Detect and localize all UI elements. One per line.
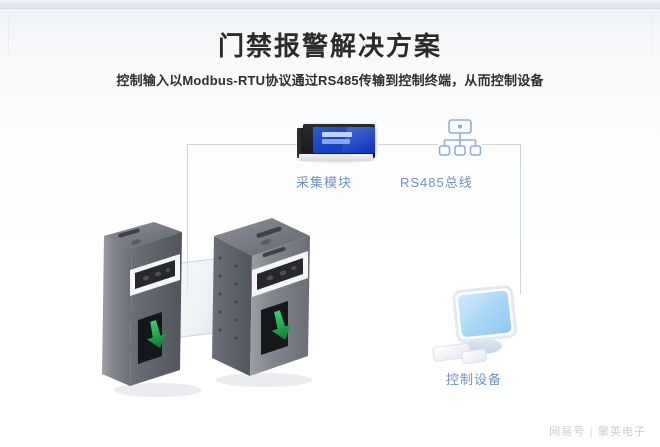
top-decor-band (0, 0, 660, 14)
network-bus-icon[interactable] (437, 118, 483, 162)
connector-bus-to-device (482, 144, 521, 145)
lcd-text-line-1 (322, 132, 352, 137)
network-bus-svg (438, 119, 482, 156)
connector-module-to-bus (378, 144, 438, 145)
monitor-icon[interactable] (432, 284, 542, 372)
module-base (299, 154, 373, 161)
module-side-edge (297, 128, 305, 158)
turnstile-svg (102, 218, 312, 397)
turnstile-icon[interactable] (96, 214, 326, 409)
watermark-account: 聚英电子 (598, 425, 646, 438)
module-body (303, 124, 375, 158)
right-hairline (651, 14, 652, 54)
rs485-bus-label: RS485总线 (400, 175, 473, 190)
monitor-svg (432, 285, 517, 365)
connector-gate-riser (187, 144, 188, 294)
lcd-text-line-2 (322, 139, 350, 144)
rtu-module-icon[interactable] (297, 124, 379, 166)
control-device-label: 控制设备 (446, 372, 503, 387)
left-hairline (8, 14, 9, 54)
acquisition-module-label: 采集模块 (296, 175, 353, 190)
top-hairline (0, 12, 660, 13)
watermark: 网易号| 聚英电子 (549, 423, 646, 439)
module-shadow (297, 158, 377, 164)
module-lcd-screen (313, 127, 375, 153)
page-title: 门禁报警解决方案 (217, 31, 442, 61)
connector-device-riser (520, 144, 521, 294)
watermark-source: 网易号 (549, 425, 586, 438)
connector-gate-to-module (187, 144, 299, 145)
watermark-separator: | (589, 425, 594, 438)
page-subtitle: 控制输入以Modbus-RTU协议通过RS485传输到控制终端，从而控制设备 (116, 73, 544, 88)
